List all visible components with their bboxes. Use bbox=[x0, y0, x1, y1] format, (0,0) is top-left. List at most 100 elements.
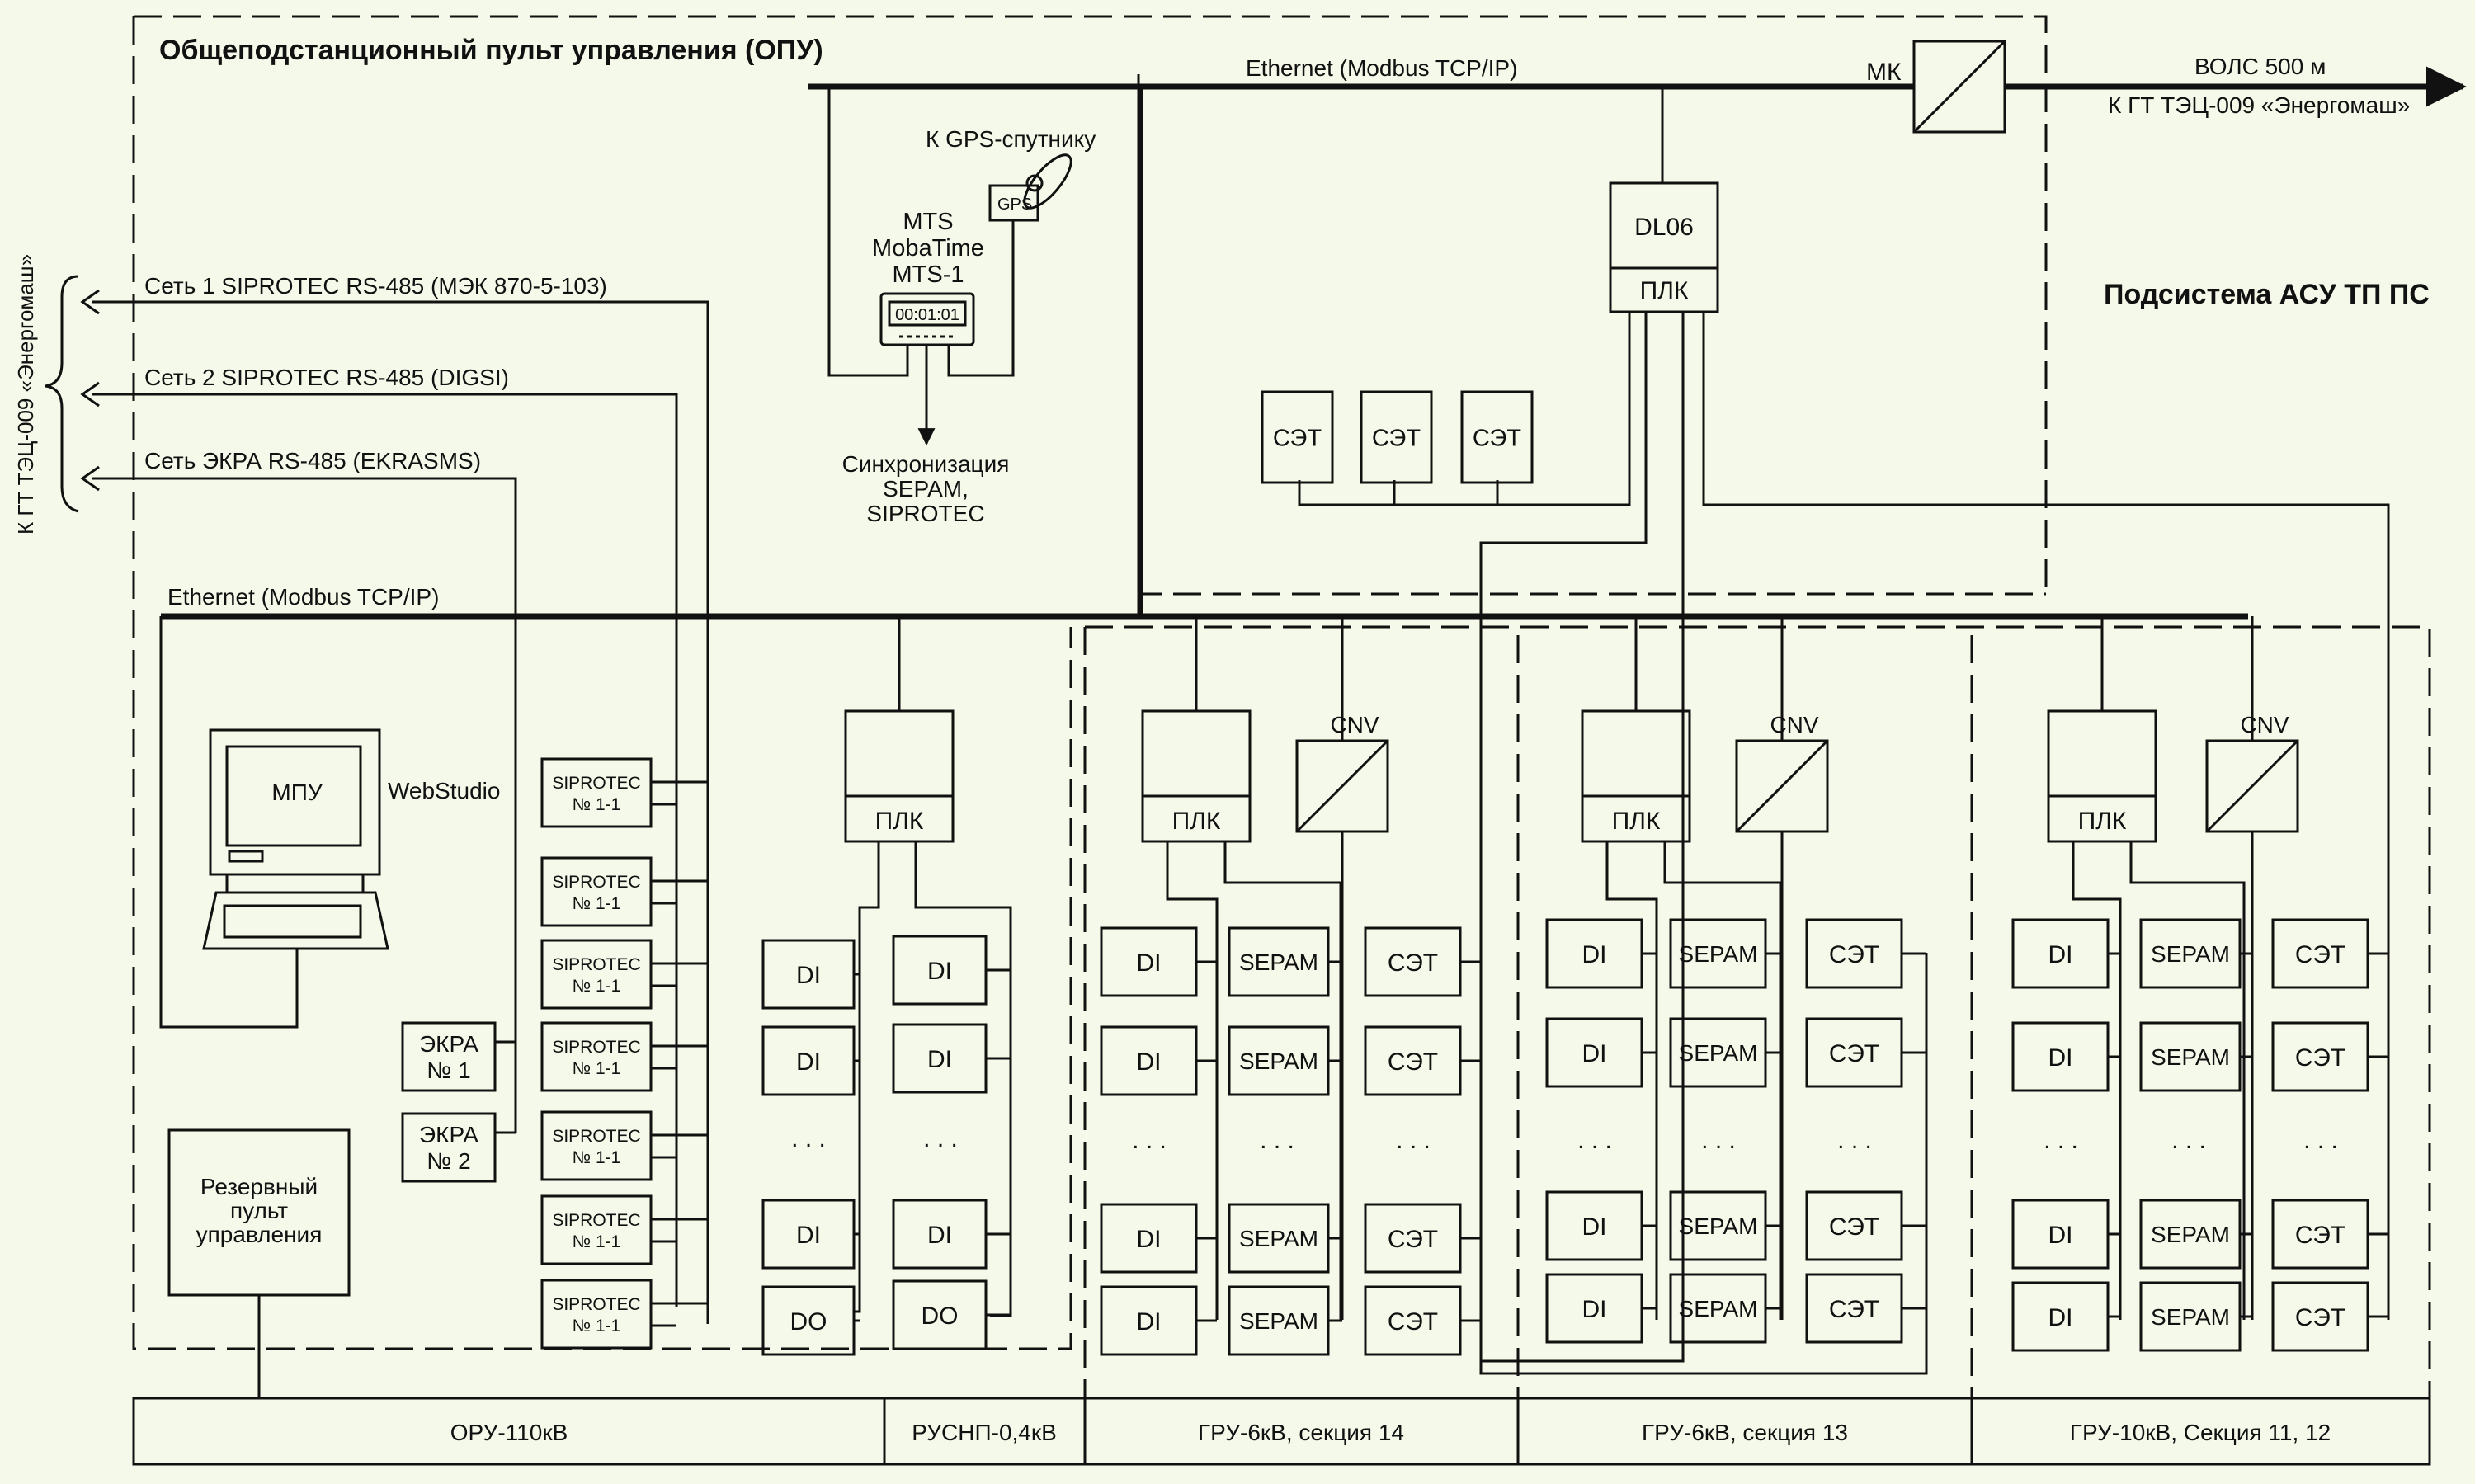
gru10-sepam-4: SEPAM bbox=[2139, 1281, 2242, 1352]
gru13-di-2: DI bbox=[1545, 1017, 1643, 1088]
dl06-plk-label: ПЛК bbox=[1640, 277, 1689, 304]
gru10-cnv-label: CNV bbox=[2240, 712, 2289, 737]
to-gt-label: К ГТ ТЭЦ-009 «Энергомаш» bbox=[2108, 92, 2410, 118]
gru13-set-dots: . . . bbox=[1837, 1127, 1872, 1154]
mts-line-1: MTS bbox=[903, 209, 953, 235]
reserve-panel: Резервный пульт управления bbox=[167, 1128, 351, 1398]
dl06-controller: DL06 ПЛК bbox=[1609, 87, 1719, 313]
reserve-line-1: Резервный bbox=[200, 1174, 318, 1199]
keyboard-icon bbox=[223, 904, 362, 939]
gru10-sepam-3-label: SEPAM bbox=[2151, 1222, 2230, 1247]
mpu-label: МПУ bbox=[271, 780, 322, 805]
gru10-set-1-label: СЭТ bbox=[2295, 941, 2345, 968]
section-rusnp: РУСНП-0,4кВ bbox=[912, 1420, 1057, 1445]
gru14-set-dots: . . . bbox=[1396, 1127, 1431, 1154]
gru13-di-1: DI bbox=[1545, 918, 1643, 989]
gru10-sepam-1: SEPAM bbox=[2139, 918, 2242, 989]
rusnp-left-di-1-label: DI bbox=[796, 962, 821, 989]
gru14-set-4-label: СЭТ bbox=[1388, 1308, 1438, 1336]
gru14-di-2-label: DI bbox=[1137, 1048, 1162, 1076]
gru13-sepam-4-label: SEPAM bbox=[1679, 1296, 1758, 1321]
gru13-sepam-dots: . . . bbox=[1701, 1127, 1736, 1154]
reserve-line-2: пульт bbox=[230, 1198, 288, 1223]
rusnp-left-dots: . . . bbox=[791, 1125, 826, 1152]
ekra2-line-2: № 2 bbox=[427, 1148, 470, 1174]
gru14-sepam-4-label: SEPAM bbox=[1239, 1308, 1318, 1334]
gru14-di-4: DI bbox=[1100, 1285, 1198, 1356]
workstation: МПУ WebStudio bbox=[159, 616, 500, 1029]
gru13-di-2-label: DI bbox=[1582, 1040, 1607, 1067]
gru13-sepam-2-label: SEPAM bbox=[1679, 1040, 1758, 1066]
gru14-sepam-2-label: SEPAM bbox=[1239, 1048, 1318, 1074]
rusnp-right-di-3: DI bbox=[892, 1199, 988, 1270]
asu-set-box-3: СЭТ bbox=[1460, 390, 1534, 484]
clock-display: 00:01:01 bbox=[895, 306, 959, 324]
gru13-set-2-label: СЭТ bbox=[1829, 1040, 1879, 1067]
gru14-set-1-label: СЭТ bbox=[1388, 949, 1438, 977]
rusnp-right-di-1: DI bbox=[892, 935, 988, 1006]
gru13-di-3: DI bbox=[1545, 1190, 1643, 1261]
mk-converter: МК bbox=[1866, 40, 2006, 134]
rusnp-right-dots: . . . bbox=[923, 1125, 958, 1152]
rusnp-right-di-2-label: DI bbox=[927, 1046, 952, 1073]
siprotec-3-name: SIPROTEC bbox=[552, 955, 640, 974]
ekra2-line-1: ЭКРА bbox=[419, 1122, 478, 1147]
siprotec-6-name: SIPROTEC bbox=[552, 1211, 640, 1230]
gps-box-label: GPS bbox=[997, 196, 1032, 214]
rusnp-right-di-1-label: DI bbox=[927, 958, 952, 985]
rusnp-right-di-3-label: DI bbox=[927, 1222, 952, 1249]
gru13-sepam-3-label: SEPAM bbox=[1679, 1213, 1758, 1239]
gru10-set-4-label: СЭТ bbox=[2295, 1304, 2345, 1331]
rusnp-left-di-2: DI bbox=[761, 1025, 856, 1096]
satellite-dish-icon bbox=[1023, 153, 1072, 210]
gru13-set-1-label: СЭТ bbox=[1829, 941, 1879, 968]
gru13-plk-label: ПЛК bbox=[1612, 808, 1661, 835]
gru13-sepam-1-label: SEPAM bbox=[1679, 941, 1758, 967]
ekra-devices: ЭКРА № 1 ЭКРА № 2 bbox=[401, 1021, 516, 1183]
gru13-di-4: DI bbox=[1545, 1273, 1643, 1344]
section-gru14: ГРУ-6кВ, секция 14 bbox=[1198, 1420, 1404, 1445]
gru14-sepam-4: SEPAM bbox=[1228, 1285, 1330, 1356]
gru10-sepam-4-label: SEPAM bbox=[2151, 1304, 2230, 1330]
rusnp-left-do-4: DO bbox=[761, 1285, 856, 1356]
gru13-sepam-4: SEPAM bbox=[1669, 1273, 1767, 1344]
gru10-di-2-label: DI bbox=[2048, 1044, 2073, 1072]
siprotec-1-name: SIPROTEC bbox=[552, 774, 640, 793]
rusnp-right-di-2: DI bbox=[892, 1023, 988, 1094]
gru14-cnv-label: CNV bbox=[1330, 712, 1379, 737]
gru13-sepam-1: SEPAM bbox=[1669, 918, 1767, 989]
gru14-di-dots: . . . bbox=[1132, 1127, 1167, 1154]
gru14-plk-label: ПЛК bbox=[1172, 808, 1221, 835]
gru14-di-2: DI bbox=[1100, 1025, 1198, 1096]
rusnp-left-di-2-label: DI bbox=[796, 1048, 821, 1076]
section-gru10: ГРУ-10кВ, Секция 11, 12 bbox=[2070, 1420, 2331, 1445]
gru10-di-1: DI bbox=[2011, 918, 2110, 989]
gru10-sepam-3: SEPAM bbox=[2139, 1199, 2242, 1270]
gru14-set-1: СЭТ bbox=[1364, 926, 1462, 997]
siprotec-4-name: SIPROTEC bbox=[552, 1038, 640, 1057]
asu-set-box-2: СЭТ bbox=[1360, 390, 1433, 484]
gru10-sepam-dots: . . . bbox=[2171, 1127, 2206, 1154]
left-vertical-label: К ГТ ТЭЦ-009 «Энергомаш» bbox=[13, 254, 38, 535]
gru13-sepam-2: SEPAM bbox=[1669, 1017, 1767, 1088]
ethernet-top-label: Ethernet (Modbus TCP/IP) bbox=[1246, 55, 1517, 81]
rusnp-left-di-3-label: DI bbox=[796, 1222, 821, 1249]
gru10-di-1-label: DI bbox=[2048, 941, 2073, 968]
gru10-set-dots: . . . bbox=[2303, 1127, 2338, 1154]
sync-line-3: SIPROTEC bbox=[866, 501, 984, 526]
gru13-set-2: СЭТ bbox=[1805, 1017, 1903, 1088]
webstudio-label: WebStudio bbox=[388, 778, 500, 803]
rusnp-plk-label: ПЛК bbox=[875, 808, 924, 835]
gru14-di-4-label: DI bbox=[1137, 1308, 1162, 1336]
asu-set-box-1: СЭТ bbox=[1261, 390, 1334, 484]
siprotec-6-num: № 1-1 bbox=[573, 1232, 621, 1251]
gru10-di-3: DI bbox=[2011, 1199, 2110, 1270]
gru14-sepam-3: SEPAM bbox=[1228, 1203, 1330, 1274]
